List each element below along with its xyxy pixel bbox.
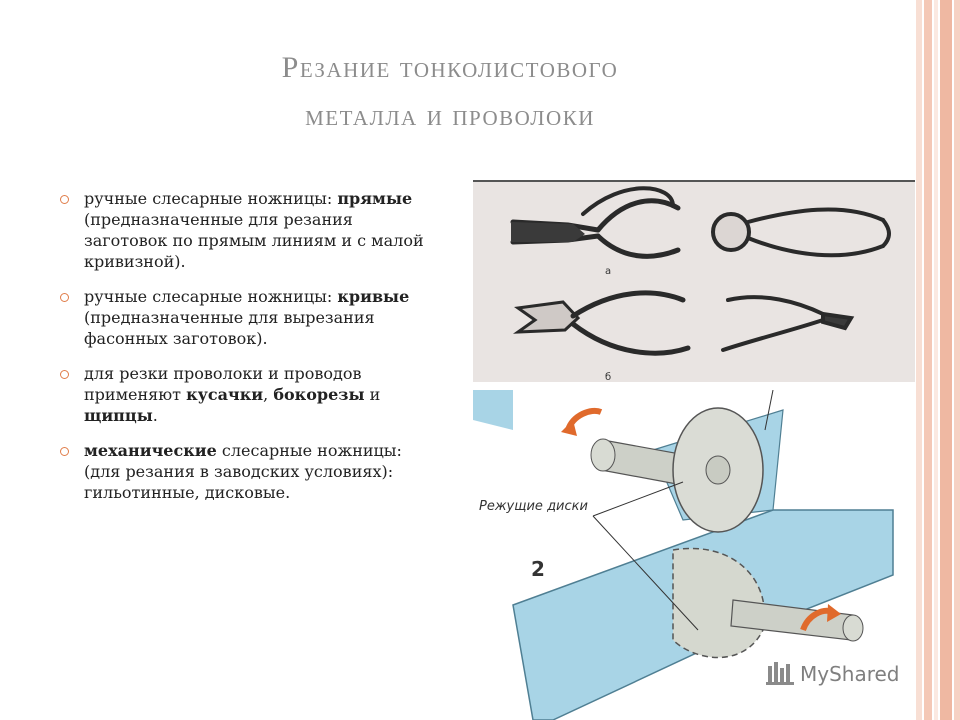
- watermark-graphic: MyShared: [766, 662, 900, 686]
- stripe: [916, 0, 922, 720]
- bullet-text: слесарные ножницы: (для резания в заводс…: [84, 441, 402, 502]
- bullet-marker-icon: [60, 370, 69, 379]
- bullet-item: ручные слесарные ножницы: прямые (предна…: [58, 188, 438, 272]
- figure-label-b: б: [605, 372, 611, 382]
- decorative-stripes: [916, 0, 960, 720]
- bullet-text: ,: [263, 385, 274, 404]
- bullet-text: (предназначенные для резания заготовок п…: [84, 210, 424, 271]
- nippers-drawing: [711, 207, 891, 258]
- bullet-text: и: [364, 385, 381, 404]
- watermark-logo: MyShared: [766, 656, 926, 690]
- bullet-item: ручные слесарные ножницы: кривые (предна…: [58, 286, 438, 349]
- stripe: [934, 0, 938, 720]
- bullet-marker-icon: [60, 447, 69, 456]
- bullet-text: ручные слесарные ножницы:: [84, 287, 338, 306]
- bullet-bold-text: щипцы: [84, 406, 153, 425]
- figure-label-a: а: [605, 266, 611, 277]
- shears-blade: [511, 222, 585, 242]
- bullet-text: ручные слесарные ножницы:: [84, 189, 338, 208]
- bullet-bold-text: кривые: [337, 287, 410, 306]
- bullet-bold-text: кусачки: [186, 385, 264, 404]
- title-line-2: металла и проволоки: [305, 99, 595, 132]
- bullet-item: механические слесарные ножницы: (для рез…: [58, 440, 438, 503]
- bullet-text: (предназначенные для вырезания фасонных …: [84, 308, 375, 348]
- bullet-bold-text: прямые: [337, 189, 413, 208]
- bullet-list: ручные слесарные ножницы: прямые (предна…: [58, 188, 438, 517]
- stripe: [940, 0, 952, 720]
- bullet-text: .: [152, 406, 158, 425]
- discs-label: Режущие диски: [479, 499, 588, 514]
- bullet-marker-icon: [60, 195, 69, 204]
- watermark-text: MyShared: [800, 662, 900, 686]
- stripe: [954, 0, 960, 720]
- bullet-text: для резки проволоки и проводов применяют: [84, 364, 362, 404]
- slide-title: Резание тонколистового металла и проволо…: [100, 44, 800, 140]
- stripe: [924, 0, 932, 720]
- bullet-bold-text: бокорезы: [273, 385, 365, 404]
- figure-number: 2: [531, 557, 545, 581]
- curved-shears-blade: [512, 300, 581, 334]
- bullet-item: для резки проволоки и проводов применяют…: [58, 363, 438, 426]
- bullet-marker-icon: [60, 293, 69, 302]
- shears-illustration: а б: [473, 180, 915, 382]
- title-line-1: Резание тонколистового: [281, 51, 619, 84]
- disc-shears-illustration: Режущие диски 2: [473, 390, 915, 720]
- bullet-bold-text: механические: [84, 441, 217, 460]
- side-cutters-drawing: [721, 295, 855, 352]
